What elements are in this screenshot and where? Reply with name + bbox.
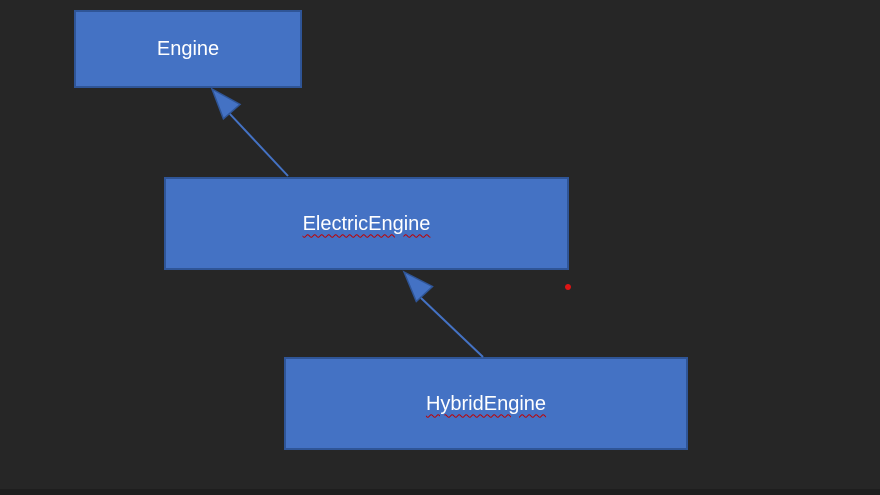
node-hybridengine-label: HybridEngine: [425, 392, 547, 415]
node-engine-label: Engine: [156, 38, 220, 60]
node-electricengine[interactable]: ElectricEngine: [164, 177, 569, 270]
arrow-hybridengine-to-electricengine[interactable]: [402, 270, 484, 358]
node-hybridengine[interactable]: HybridEngine: [284, 357, 688, 450]
node-electricengine-label: ElectricEngine: [302, 212, 431, 235]
arrowhead-icon: [210, 87, 242, 121]
arrowhead-icon: [402, 270, 434, 303]
arrow-electricengine-to-engine[interactable]: [210, 87, 289, 177]
bottom-edge-strip: [0, 489, 880, 495]
node-engine[interactable]: Engine: [74, 10, 302, 88]
red-dot-marker: [565, 284, 571, 290]
